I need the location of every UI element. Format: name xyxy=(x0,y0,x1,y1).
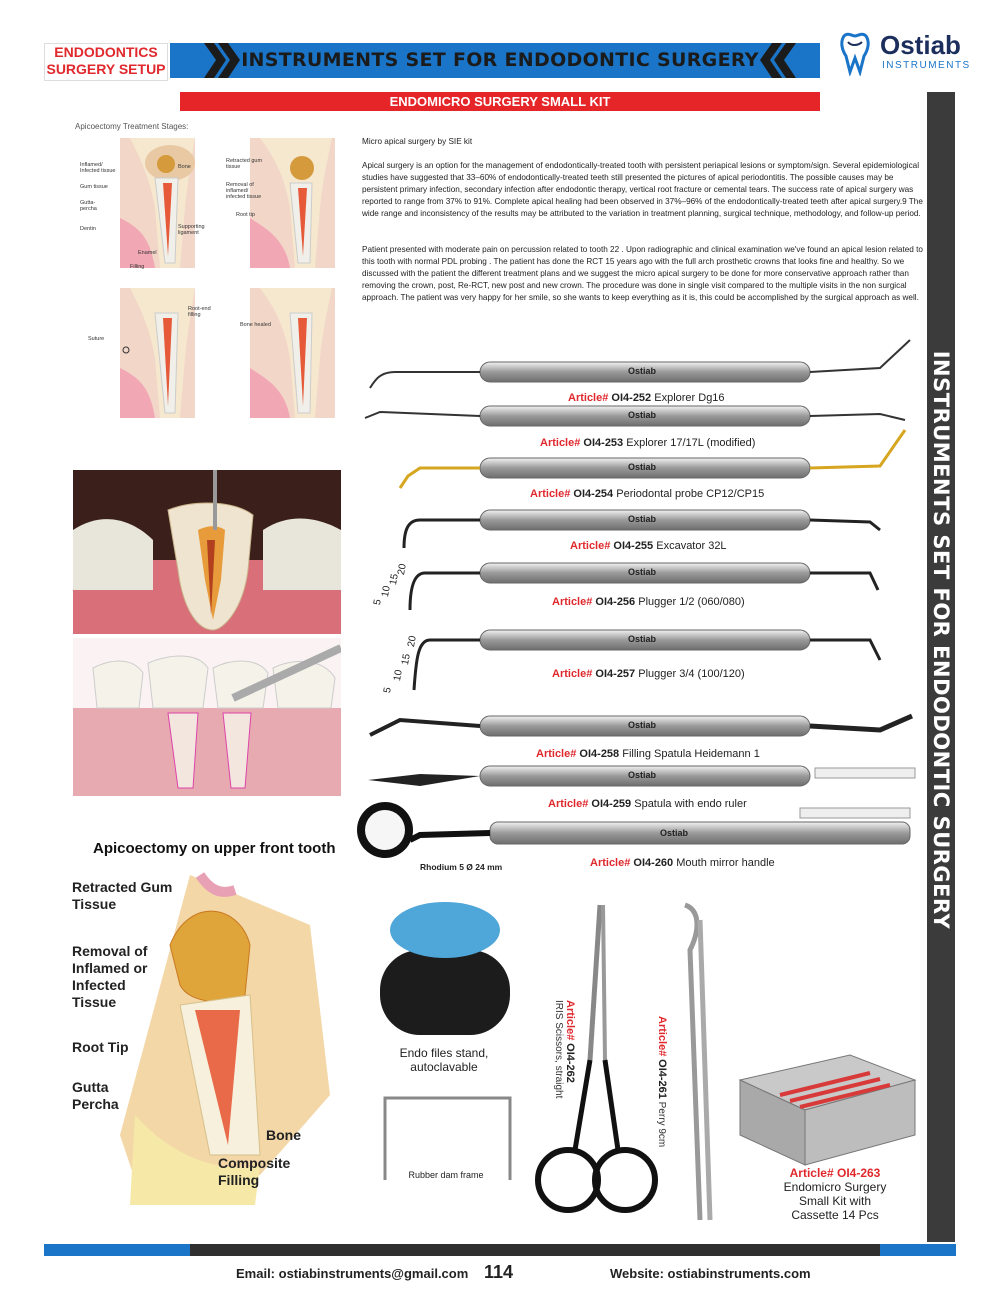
caption-oi4-253: Article# OI4-253 Explorer 17/17L (modifi… xyxy=(540,437,756,449)
label-enamel: Enamel xyxy=(138,250,157,256)
plugger1-mark-10: 10 xyxy=(380,585,393,598)
tooth-logo-icon xyxy=(840,32,870,76)
stages-drawing xyxy=(120,138,335,418)
caption-oi4-258: Article# OI4-258 Filling Spatula Heidema… xyxy=(536,748,760,760)
label-filling: Filling xyxy=(130,264,145,270)
plugger2-mark-20: 20 xyxy=(406,635,419,648)
paragraph-2: Patient presented with moderate pain on … xyxy=(362,245,923,302)
footer-dark-band xyxy=(190,1244,880,1256)
logo-subtitle: INSTRUMENTS xyxy=(882,60,971,71)
kit-caption: Article# OI4-263 Endomicro Surgery Small… xyxy=(783,1166,887,1222)
chevron-left-icon xyxy=(760,43,796,78)
handle-brand-4: Ostiab xyxy=(628,514,657,524)
caption-oi4-256: Article# OI4-256 Plugger 1/2 (060/080) xyxy=(552,596,745,608)
plugger2-mark-15: 15 xyxy=(400,653,413,666)
mirror-spec: Rhodium 5 Ø 24 mm xyxy=(420,862,503,872)
footer-website[interactable]: Website: ostiabinstruments.com xyxy=(610,1266,811,1281)
dental-procedure-image xyxy=(73,638,341,796)
scissors-caption: Article# OI4-262 xyxy=(564,1000,576,1083)
category-label: ENDODONTICS SURGERY SETUP xyxy=(44,43,168,81)
tooth-cross-section-image xyxy=(73,470,341,634)
label-suture: Suture xyxy=(88,336,105,342)
logo-name: Ostiab xyxy=(880,30,961,60)
apico-label-gutta: Gutta Percha xyxy=(72,1079,119,1112)
apicoectomy-title: Apicoectomy on upper front tooth xyxy=(93,840,336,857)
stages-title: Apicoectomy Treatment Stages: xyxy=(75,122,189,131)
handle-brand-9: Ostiab xyxy=(660,828,689,838)
page-number: 114 xyxy=(484,1262,514,1282)
label-root-tip: Root tip xyxy=(236,212,255,218)
caption-oi4-254: Article# OI4-254 Periodontal probe CP12/… xyxy=(530,488,765,500)
perry-caption: Article# OI4-261 Perry 9cm xyxy=(656,1016,668,1148)
page-title: INSTRUMENTS SET FOR ENDODONTIC SURGERY xyxy=(241,49,759,71)
label-retracted: Retracted gum tissue xyxy=(226,158,263,170)
treatment-stages-illustration: Apicoectomy Treatment Stages: xyxy=(60,118,350,428)
description-text: Micro apical surgery by SIE kit Apical s… xyxy=(362,136,928,316)
apico-label-root-tip: Root Tip xyxy=(72,1039,129,1055)
label-bone: Bone xyxy=(178,164,191,170)
handle-brand-2: Ostiab xyxy=(628,410,657,420)
chevron-right-icon xyxy=(204,43,240,78)
section-subtitle: ENDOMICRO SURGERY SMALL KIT xyxy=(180,92,820,111)
header-band xyxy=(170,43,820,78)
label-dentin: Dentin xyxy=(80,226,96,232)
label-supporting: Supporting ligament xyxy=(178,224,205,236)
label-removal: Removal of inflamed/ infected tissue xyxy=(226,182,262,200)
label-gum: Gum tissue xyxy=(80,184,108,190)
brand-logo: Ostiab INSTRUMENTS xyxy=(836,28,969,78)
apico-label-composite: Composite Filling xyxy=(218,1155,291,1188)
apico-label-retracted: Retracted Gum Tissue xyxy=(72,879,173,912)
handle-brand-3: Ostiab xyxy=(628,462,657,472)
caption-oi4-260: Article# OI4-260 Mouth mirror handle xyxy=(590,857,775,869)
intro-paragraph: Micro apical surgery by SIE kit xyxy=(362,137,473,146)
handle-brand-5: Ostiab xyxy=(628,567,657,577)
stand-caption: Endo files stand, autoclavable xyxy=(399,1046,489,1074)
label-bone-healed: Bone healed xyxy=(240,322,271,328)
handle-brand-8: Ostiab xyxy=(628,770,657,780)
category-line-1: ENDODONTICS xyxy=(54,44,158,60)
footer-email[interactable]: Email: ostiabinstruments@gmail.com xyxy=(236,1266,469,1281)
plugger1-mark-20: 20 xyxy=(396,563,409,576)
handle-brand-7: Ostiab xyxy=(628,720,657,730)
caption-oi4-252: Article# OI4-252 Explorer Dg16 xyxy=(568,392,725,404)
apicoectomy-drawing xyxy=(120,872,330,1205)
dam-caption: Rubber dam frame xyxy=(408,1170,484,1180)
side-bar xyxy=(927,92,955,1242)
apicoectomy-illustration: Apicoectomy on upper front tooth Retract… xyxy=(60,835,360,1215)
category-line-2: SURGERY SETUP xyxy=(46,61,166,77)
apico-label-removal: Removal of Inflamed or Infected Tissue xyxy=(72,943,148,1010)
label-gutta: Gutta- percha xyxy=(80,200,97,212)
plugger2-mark-10: 10 xyxy=(392,669,405,682)
handle-brand-6: Ostiab xyxy=(628,634,657,644)
label-root-end: Root-end filling xyxy=(188,306,211,318)
caption-oi4-255: Article# OI4-255 Excavator 32L xyxy=(570,540,727,552)
apico-label-bone: Bone xyxy=(266,1127,301,1143)
caption-oi4-257: Article# OI4-257 Plugger 3/4 (100/120) xyxy=(552,668,745,680)
plugger1-mark-15: 15 xyxy=(388,573,401,586)
handle-brand-1: Ostiab xyxy=(628,366,657,376)
label-inflamed: Inflamed/ Infected tissue xyxy=(80,162,116,174)
caption-oi4-259: Article# OI4-259 Spatula with endo ruler xyxy=(548,798,747,810)
paragraph-1: Apical surgery is an option for the mana… xyxy=(362,161,923,218)
scissors-name: IRIS Scissors, straight xyxy=(553,1000,564,1099)
